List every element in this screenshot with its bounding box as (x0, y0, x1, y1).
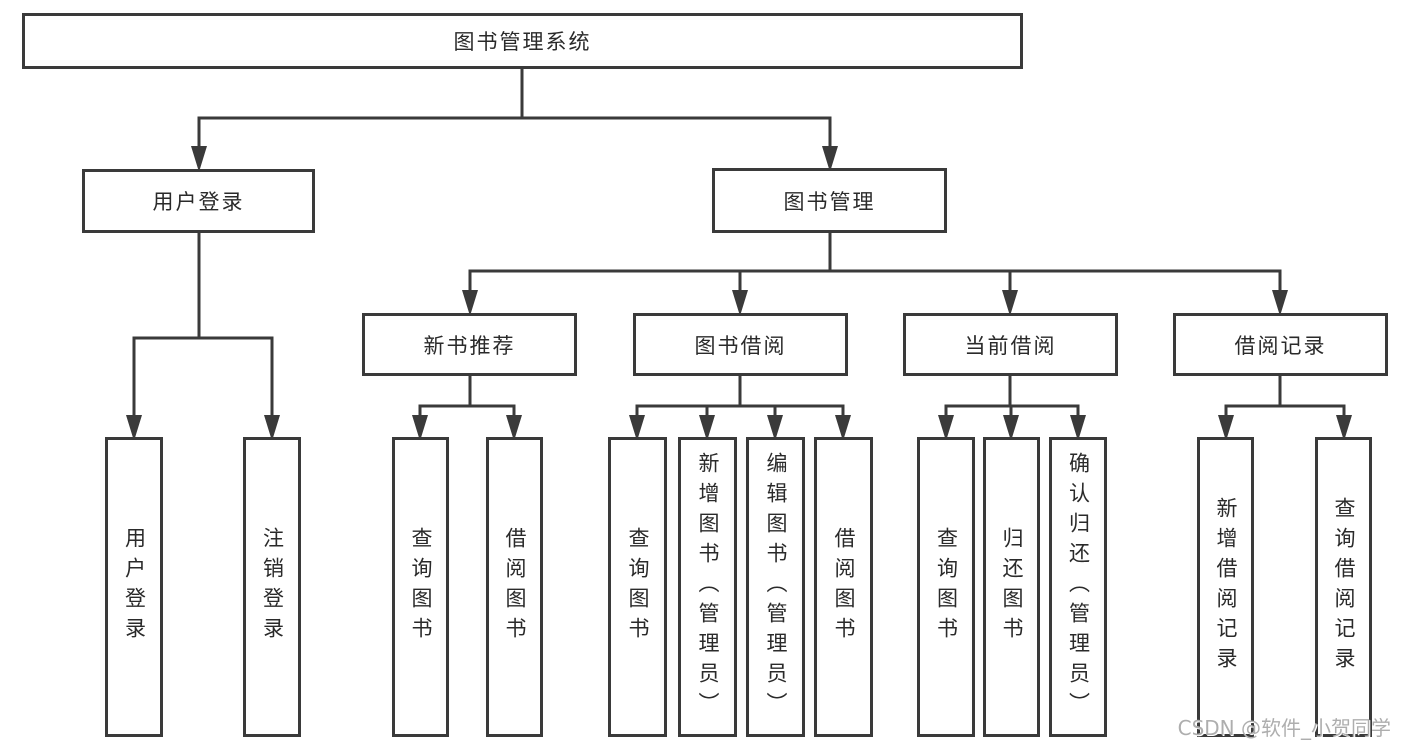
leaf-add-borrow-record: 新增借阅记录 (1197, 437, 1254, 737)
leaf-borrow-books-1-label: 借阅图书 (503, 527, 527, 647)
leaf-query-books-1: 查询图书 (392, 437, 449, 737)
node-borrowing-records-label: 借阅记录 (1234, 333, 1327, 358)
leaf-query-books-2-label: 查询图书 (626, 527, 650, 647)
node-borrowing-records: 借阅记录 (1173, 313, 1388, 376)
leaf-borrow-books-1: 借阅图书 (486, 437, 543, 737)
connector-book-borrowing-children (635, 376, 845, 418)
node-library-management-system: 图书管理系统 (22, 13, 1023, 69)
leaf-query-borrow-record: 查询借阅记录 (1315, 437, 1372, 737)
leaf-return-books-label: 归还图书 (1000, 527, 1024, 647)
leaf-borrow-books-2: 借阅图书 (814, 437, 873, 737)
leaf-edit-books-admin-label: 编辑图书（管理员） (764, 452, 788, 722)
leaf-user-login-label: 用户登录 (122, 527, 147, 647)
leaf-logout-label: 注销登录 (260, 527, 285, 647)
leaf-borrow-books-2-label: 借阅图书 (832, 527, 856, 647)
node-current-borrowing-label: 当前借阅 (964, 333, 1057, 358)
leaf-confirm-return-admin-label: 确认归还（管理员） (1066, 452, 1091, 722)
node-new-book-recommendation-label: 新书推荐 (423, 333, 516, 358)
leaf-query-books-3-label: 查询图书 (934, 527, 959, 647)
connector-root-to-level1 (197, 69, 832, 150)
leaf-query-borrow-record-label: 查询借阅记录 (1332, 497, 1356, 677)
leaf-return-books: 归还图书 (983, 437, 1040, 737)
leaf-add-books-admin: 新增图书（管理员） (678, 437, 737, 737)
node-book-management-label: 图书管理 (783, 189, 876, 214)
node-user-login-label: 用户登录 (152, 190, 245, 214)
leaf-logout: 注销登录 (243, 437, 301, 737)
node-book-borrowing: 图书借阅 (633, 313, 848, 376)
connector-current-borrowing-children (944, 376, 1080, 418)
connector-user-login-children (132, 233, 274, 418)
leaf-confirm-return-admin: 确认归还（管理员） (1049, 437, 1107, 737)
node-new-book-recommendation: 新书推荐 (362, 313, 577, 376)
node-library-management-system-label: 图书管理系统 (453, 30, 592, 54)
leaf-query-books-1-label: 查询图书 (409, 527, 433, 647)
csdn-watermark: CSDN @软件_小贺同学 (1177, 716, 1391, 740)
leaf-add-borrow-record-label: 新增借阅记录 (1214, 497, 1238, 677)
node-book-management: 图书管理 (712, 168, 947, 233)
connector-borrow-records-children (1224, 376, 1346, 418)
node-current-borrowing: 当前借阅 (903, 313, 1118, 376)
node-book-borrowing-label: 图书借阅 (694, 333, 787, 358)
leaf-add-books-admin-label: 新增图书（管理员） (696, 452, 720, 722)
leaf-user-login: 用户登录 (105, 437, 163, 737)
leaf-edit-books-admin: 编辑图书（管理员） (746, 437, 805, 737)
leaf-query-books-2: 查询图书 (608, 437, 667, 737)
connector-book-management-children (468, 233, 1282, 294)
connector-new-book-children (418, 376, 516, 418)
node-user-login: 用户登录 (82, 169, 315, 233)
leaf-query-books-3: 查询图书 (917, 437, 975, 737)
